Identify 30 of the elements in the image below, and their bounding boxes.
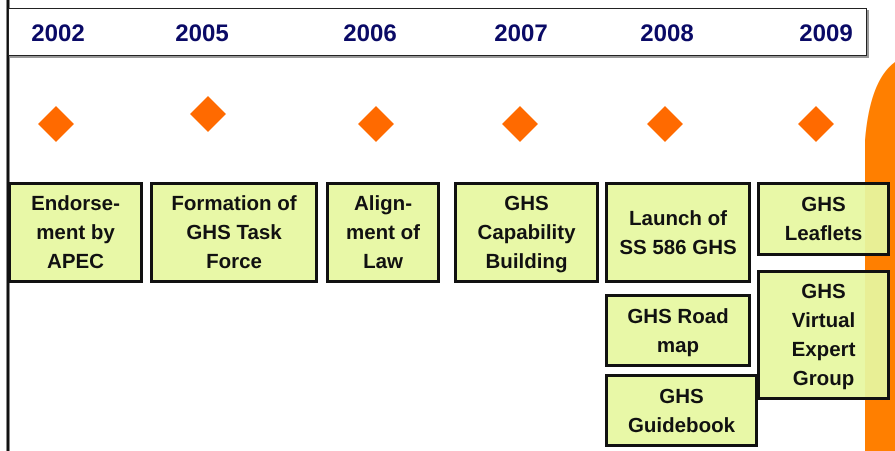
milestone-box: [757, 270, 890, 400]
milestone-box: [605, 374, 758, 447]
milestone-diamond: [798, 106, 834, 142]
milestone-text: Endorse- ment by APEC: [30, 191, 121, 275]
year-label: 2006: [343, 20, 397, 48]
year-label: 2008: [640, 20, 694, 48]
milestone-text: Align- ment of Law: [344, 191, 422, 275]
year-label: 2009: [799, 20, 853, 48]
milestone-box: [326, 182, 440, 283]
milestone-box: [150, 182, 318, 283]
milestone-box: [605, 182, 751, 283]
milestone-text: GHS Capability Building: [476, 191, 576, 275]
milestone-text: Formation of GHS Task Force: [170, 191, 298, 275]
milestone-diamond: [647, 106, 683, 142]
milestone-text: GHS Guidebook: [626, 384, 736, 438]
milestone-text: GHS Leaflets: [784, 192, 864, 247]
year-label: 2007: [494, 20, 548, 48]
milestone-diamond: [38, 106, 74, 142]
milestone-box: [8, 182, 143, 283]
milestone-diamond: [358, 106, 394, 142]
milestone-box: [757, 182, 890, 256]
milestone-text: Launch of SS 586 GHS: [618, 206, 738, 260]
milestone-text: GHS Road map: [626, 304, 730, 358]
milestone-box: [605, 294, 751, 367]
milestone-text: GHS Virtual Expert Group: [790, 279, 856, 392]
year-label: 2002: [31, 20, 85, 48]
milestone-diamond: [190, 96, 226, 132]
milestone-diamond: [502, 106, 538, 142]
year-label: 2005: [175, 20, 229, 48]
milestone-box: [454, 182, 599, 283]
